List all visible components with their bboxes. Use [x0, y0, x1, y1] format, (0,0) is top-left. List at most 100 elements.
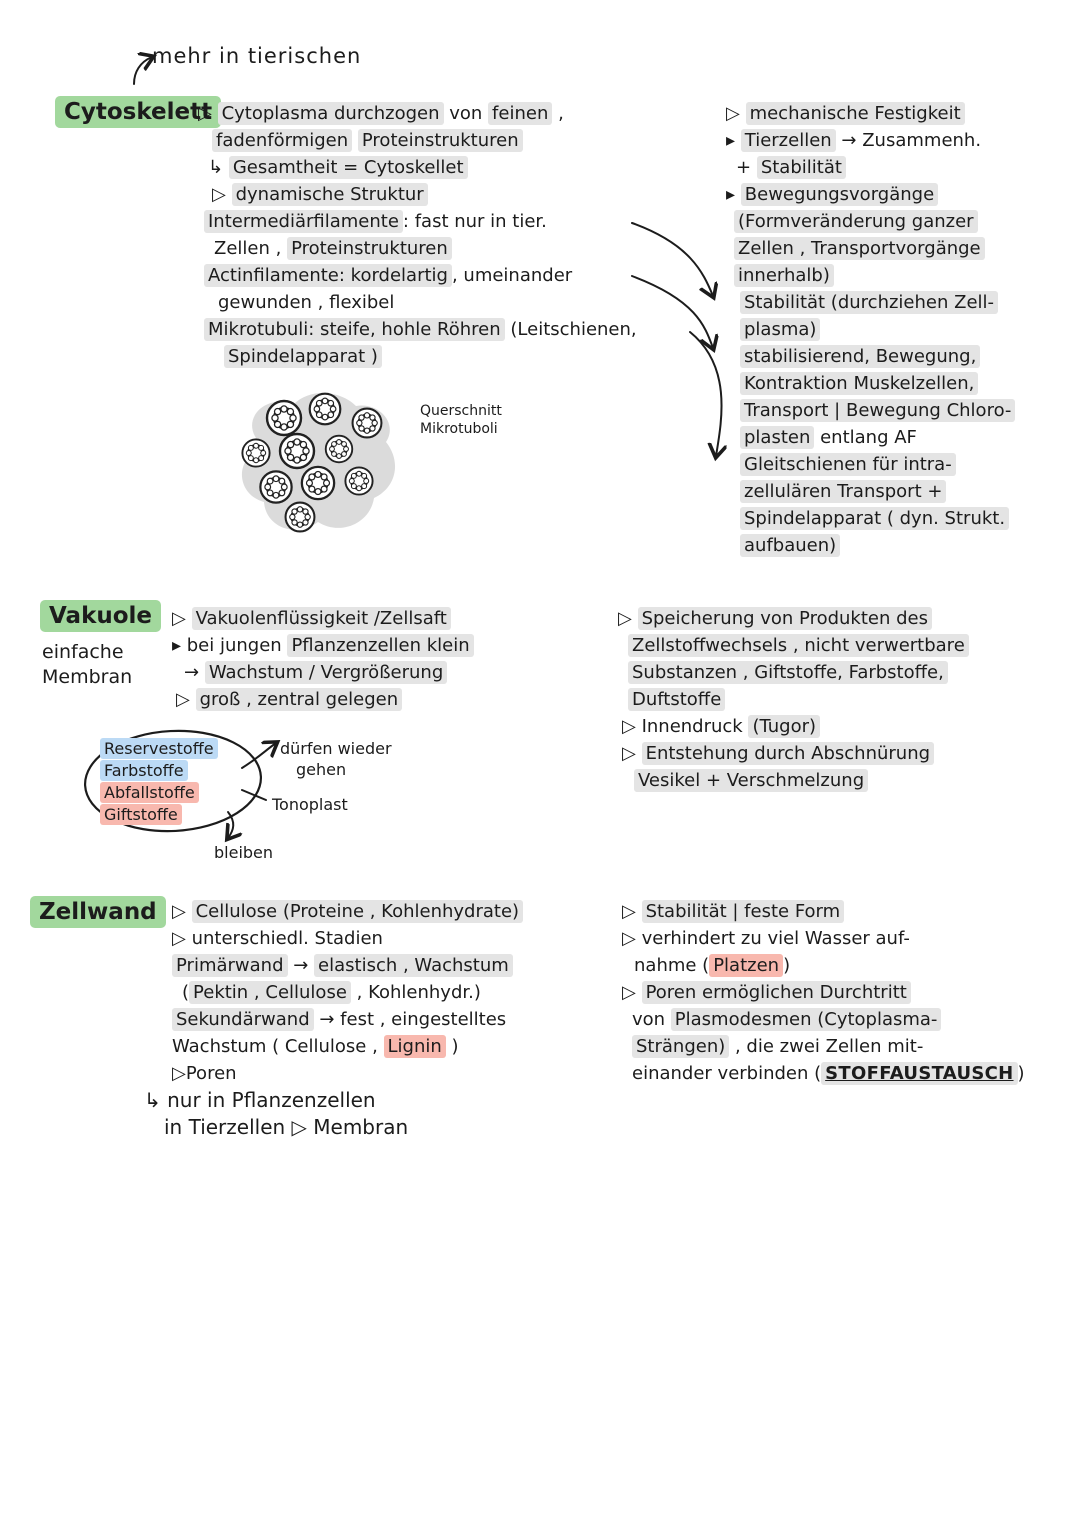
cytoskelett-right-column-line-9: stabilisierend, Bewegung, [740, 343, 1015, 370]
text-segment: ▷ [172, 901, 192, 922]
text-segment: ▷ [212, 184, 232, 205]
zellwand-right-column-line-1: ▷ verhindert zu viel Wasser auf- [622, 925, 1025, 952]
vakuole-right-column-line-5: ▷ Entstehung durch Abschnürung [622, 740, 969, 767]
top-note-arrow [133, 57, 152, 85]
text-segment: ▷ [726, 103, 746, 124]
zellwand-left-column: ▷ Cellulose (Proteine , Kohlenhydrate)▷ … [144, 898, 524, 1141]
zellwand-left-column-line-8: in Tierzellen ▷ Membran [164, 1114, 523, 1141]
text-segment: einander verbinden ( [632, 1063, 822, 1084]
text-segment: Wachstum / Vergrößerung [204, 661, 448, 684]
text-segment: innerhalb) [734, 264, 834, 287]
text-segment: ) [445, 1036, 459, 1057]
text-segment: Stabilität (durchziehen Zell- [740, 291, 999, 314]
zellwand-heading: Zellwand [30, 896, 166, 928]
vacuole-note-stay: bleiben [214, 843, 274, 862]
text-segment: Stabilität [756, 156, 846, 179]
text-segment: → Zusammenh. [835, 130, 982, 151]
text-segment: Stabilität | feste Form [641, 900, 845, 923]
text-segment: Proteinstrukturen [287, 237, 452, 260]
text-segment: ▸ [726, 130, 741, 151]
cytoskelett-right-column-line-15: Spindelapparat ( dyn. Strukt. [740, 505, 1015, 532]
cytoskelett-left-column: ▷ Cytoplasma durchzogen von feinen ,fade… [198, 100, 637, 370]
vakuole-heading-text: Vakuole [40, 600, 162, 632]
text-segment: ▷ unterschiedl. Stadien [172, 928, 383, 949]
text-segment: → [184, 662, 205, 683]
tonoplast-label: Tonoplast [272, 795, 348, 814]
text-segment: plasma) [740, 318, 821, 341]
vakuole-right-column-line-0: ▷ Speicherung von Produkten des [618, 605, 969, 632]
text-segment: ▷Poren [172, 1063, 237, 1084]
vacuole-substance-row-3: Giftstoffe [100, 804, 218, 826]
text-segment: , umeinander [451, 265, 573, 286]
text-segment: Gleitschienen für intra- [740, 453, 956, 476]
text-segment: Platzen [709, 954, 784, 977]
text-segment: ▷ Innendruck [622, 716, 749, 737]
zellwand-right-column: ▷ Stabilität | feste Form▷ verhindert zu… [622, 898, 1025, 1087]
text-segment: mechanische Festigkeit [745, 102, 965, 125]
text-segment: von [443, 103, 489, 124]
cytoskelett-right-column-line-16: aufbauen) [740, 532, 1015, 559]
text-segment: ) [1017, 1063, 1025, 1084]
text-segment: Spindelapparat ( dyn. Strukt. [740, 507, 1010, 530]
text-segment: zellulären Transport + [740, 480, 947, 503]
text-segment: Mikrotubuli: steife, hohle Röhren [204, 318, 505, 341]
cytoskelett-left-column-line-0: ▷ Cytoplasma durchzogen von feinen , [198, 100, 637, 127]
text-segment: Primärwand [172, 954, 288, 977]
intermediate-filament-link-arrow [631, 222, 713, 296]
text-segment: feinen [488, 102, 553, 125]
text-segment: ▷ [176, 689, 196, 710]
text-segment: ▷ [618, 608, 638, 629]
text-segment: Actinfilamente: kordelartig [204, 264, 452, 287]
vacuole-outline [83, 729, 263, 833]
text-segment: : fast nur in tier. [402, 211, 547, 232]
text-segment: entlang AF [814, 427, 917, 448]
vacuole-substance-label: Giftstoffe [100, 804, 182, 825]
zellwand-right-column-line-2: nahme (Platzen) [634, 952, 1025, 979]
text-segment: , die zwei Zellen mit- [729, 1036, 924, 1057]
cytoskelett-left-column-line-5: Zellen , Proteinstrukturen [214, 235, 637, 262]
vacuole-substance-label: Reservestoffe [100, 738, 218, 759]
text-segment: Speicherung von Produkten des [637, 607, 932, 630]
text-segment: groß , zentral gelegen [195, 688, 403, 711]
vakuole-subtitle-line1: einfache [42, 641, 124, 663]
cytoskelett-left-column-line-1: fadenförmigen Proteinstrukturen [212, 127, 637, 154]
actin-filament-link-arrow [631, 275, 713, 348]
text-segment: ▷ [622, 901, 642, 922]
cytoskelett-left-column-line-7: gewunden , flexibel [218, 289, 637, 316]
vakuole-right-column-line-1: Zellstoffwechsels , nicht verwertbare [628, 632, 969, 659]
text-segment: (Leitschienen, [504, 319, 637, 340]
zellwand-left-column-line-0: ▷ Cellulose (Proteine , Kohlenhydrate) [172, 898, 524, 925]
text-segment: plasten [740, 426, 815, 449]
text-segment: aufbauen) [740, 534, 841, 557]
cytoskelett-right-column-line-10: Kontraktion Muskelzellen, [740, 370, 1015, 397]
cytoskelett-heading: Cytoskelett [55, 96, 222, 128]
vakuole-left-column-line-3: ▷ groß , zentral gelegen [176, 686, 474, 713]
text-segment: (Formveränderung ganzer [734, 210, 978, 233]
zellwand-left-column-line-6: ▷Poren [172, 1060, 523, 1087]
zellwand-left-column-line-5: Wachstum ( Cellulose , Lignin ) [172, 1033, 523, 1060]
cytoskelett-left-column-line-6: Actinfilamente: kordelartig, umeinander [204, 262, 637, 289]
text-segment: + [736, 157, 757, 178]
text-segment: , [552, 103, 564, 124]
text-segment: Tierzellen [740, 129, 836, 152]
cytoskelett-right-column-line-4: (Formveränderung ganzer [734, 208, 1015, 235]
text-segment: ▷ [198, 103, 218, 124]
zellwand-left-column-line-3: (Pektin , Cellulose , Kohlenhydr.) [182, 979, 523, 1006]
vacuole-note-exit-line2: gehen [296, 760, 347, 779]
vakuole-right-column-line-6: Vesikel + Verschmelzung [634, 767, 969, 794]
text-segment: Zellen , [214, 238, 288, 259]
text-segment: Poren ermöglichen Durchtritt [641, 981, 911, 1004]
vacuole-substance-row-2: Abfallstoffe [100, 782, 218, 804]
text-segment: Cellulose (Proteine , Kohlenhydrate) [191, 900, 524, 923]
zellwand-left-column-line-7: ↳ nur in Pflanzenzellen [144, 1087, 523, 1114]
text-segment: Bewegungsvorgänge [740, 183, 939, 206]
cytoskelett-right-column-line-7: Stabilität (durchziehen Zell- [740, 289, 1015, 316]
text-segment: Zellstoffwechsels , nicht verwertbare [628, 634, 969, 657]
text-segment: ( [182, 982, 190, 1003]
microtubule-drawing [228, 386, 413, 558]
vakuole-right-column-line-3: Duftstoffe [628, 686, 969, 713]
cytoskelett-right-column-line-13: Gleitschienen für intra- [740, 451, 1015, 478]
cytoskelett-heading-text: Cytoskelett [55, 96, 222, 128]
text-segment: ) [783, 955, 791, 976]
